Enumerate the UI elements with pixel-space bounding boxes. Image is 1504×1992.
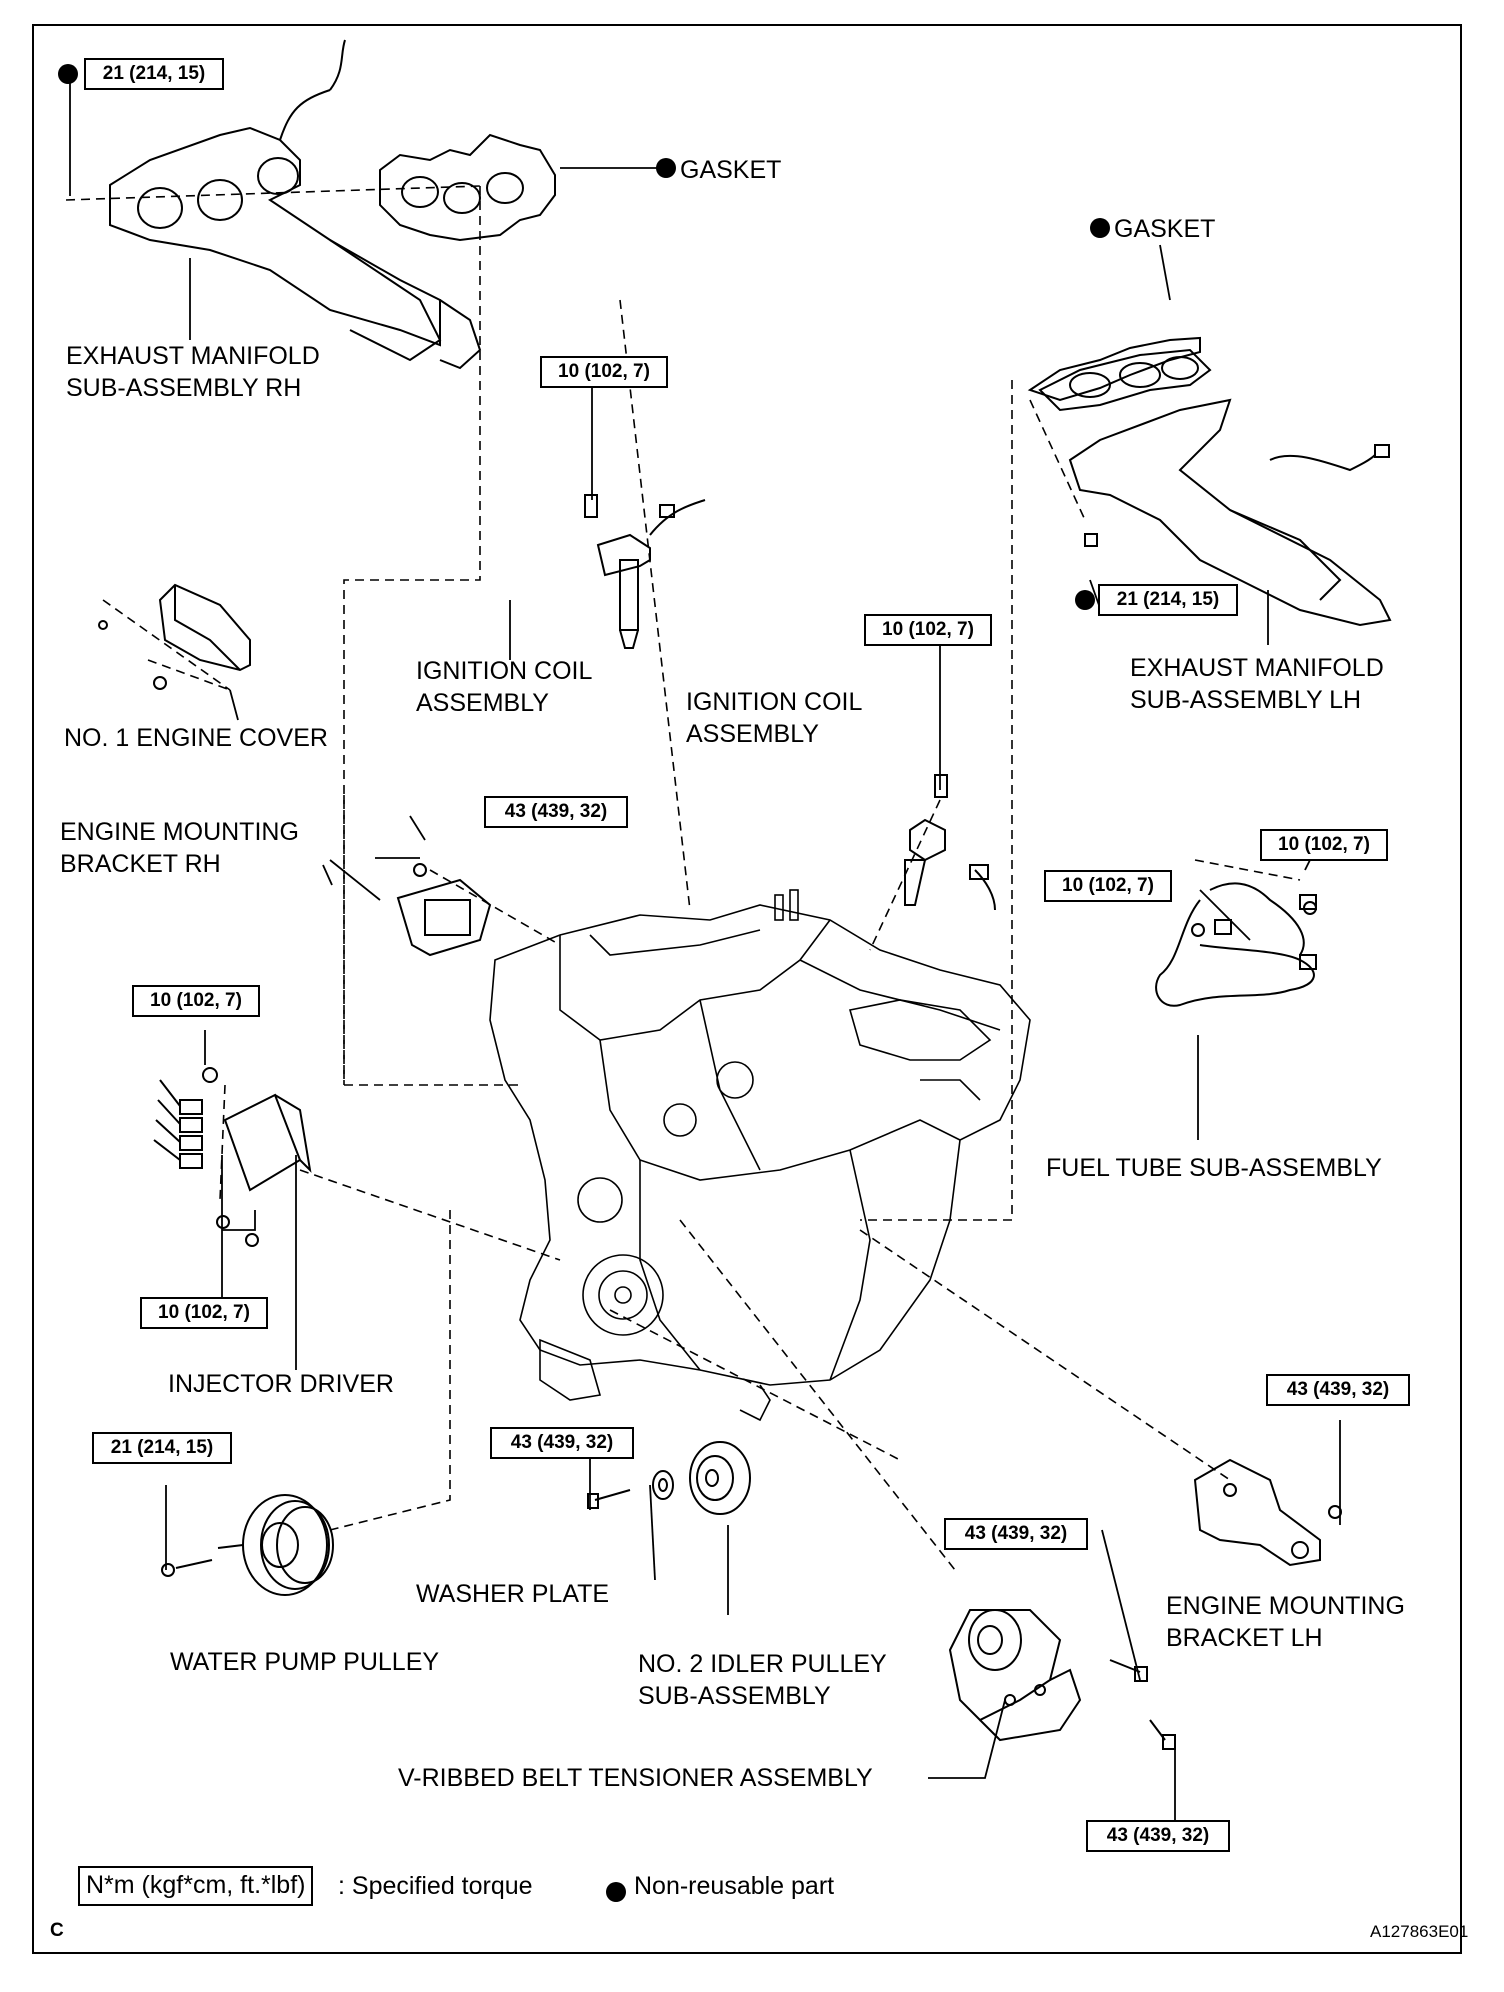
label-gasket-rh: GASKET (680, 156, 782, 184)
washer-plate-drawing (652, 1470, 674, 1500)
exhaust-manifold-rh-drawing (109, 39, 482, 370)
torque-inj-top: 10 (102, 7) (132, 985, 260, 1017)
nonreusable-dot-gasket-rh (656, 158, 676, 178)
label-fuel-tube: FUEL TUBE SUB-ASSEMBLY (1046, 1154, 1382, 1182)
torque-fuel-b: 10 (102, 7) (1260, 829, 1388, 861)
torque-coil-lh: 10 (102, 7) (864, 614, 992, 646)
engine-mount-lh-drawing (1193, 1458, 1342, 1567)
nonreusable-dot-exh-rh (58, 64, 78, 84)
torque-mount-lh: 43 (439, 32) (1266, 1374, 1410, 1406)
leader-lines (69, 82, 1341, 1820)
torque-coil-rh: 10 (102, 7) (540, 356, 668, 388)
label-idler-line1: NO. 2 IDLER PULLEY (638, 1650, 887, 1678)
water-pump-pulley-drawing (161, 1494, 334, 1596)
legend-torque-text: : Specified torque (338, 1872, 533, 1900)
label-exh-rh-line2: SUB-ASSEMBLY RH (66, 374, 302, 402)
label-injector-driver: INJECTOR DRIVER (168, 1370, 394, 1398)
torque-exh-lh: 21 (214, 15) (1098, 584, 1238, 616)
assembly-dashed-lines (65, 185, 1301, 1571)
ignition-coil-rh-drawing (584, 494, 706, 649)
label-exh-lh-line1: EXHAUST MANIFOLD (1130, 654, 1384, 682)
label-mount-rh-line1: ENGINE MOUNTING (60, 818, 299, 846)
nonreusable-dot-exh-lh (1075, 590, 1095, 610)
label-coil-rh-line2: ASSEMBLY (416, 689, 549, 717)
torque-tensioner-b: 43 (439, 32) (1086, 1820, 1230, 1852)
label-gasket-lh: GASKET (1114, 215, 1216, 243)
label-tensioner: V-RIBBED BELT TENSIONER ASSEMBLY (398, 1764, 873, 1792)
figure-id: A127863E01 (1370, 1922, 1469, 1941)
torque-tensioner-a: 43 (439, 32) (944, 1518, 1088, 1550)
label-coil-lh-line1: IGNITION COIL (686, 688, 863, 716)
label-exh-lh-line2: SUB-ASSEMBLY LH (1130, 686, 1362, 714)
engine-cover-drawing (98, 583, 251, 690)
torque-mount-rh: 43 (439, 32) (484, 796, 628, 828)
tensioner-drawing (948, 1609, 1176, 1750)
injector-driver-drawing (153, 1067, 312, 1247)
label-exh-rh-line1: EXHAUST MANIFOLD (66, 342, 320, 370)
label-mount-lh-line2: BRACKET LH (1166, 1624, 1323, 1652)
legend-torque-unit: N*m (kgf*cm, ft.*lbf) (78, 1866, 314, 1906)
torque-fuel-a: 10 (102, 7) (1044, 870, 1172, 902)
torque-water-pump: 21 (214, 15) (92, 1432, 232, 1464)
exhaust-manifold-lh-drawing (1038, 348, 1392, 627)
label-washer-plate: WASHER PLATE (416, 1580, 610, 1608)
fuel-tube-drawing (1155, 882, 1317, 1007)
label-coil-lh-line2: ASSEMBLY (686, 720, 819, 748)
legend-nonreusable-text: Non-reusable part (634, 1872, 835, 1900)
label-water-pump: WATER PUMP PULLEY (170, 1648, 440, 1676)
engine-block-drawing (489, 889, 1031, 1422)
idler-bolt-drawing (587, 1489, 631, 1509)
label-mount-lh-line1: ENGINE MOUNTING (1166, 1592, 1405, 1620)
nonreusable-dot-gasket-lh (1090, 218, 1110, 238)
section-letter: C (50, 1920, 64, 1941)
torque-idler: 43 (439, 32) (490, 1427, 634, 1459)
torque-exh-rh: 21 (214, 15) (84, 58, 224, 90)
label-idler-line2: SUB-ASSEMBLY (638, 1682, 831, 1710)
idler-pulley-drawing (689, 1441, 751, 1515)
gasket-rh-drawing (379, 133, 556, 242)
figure-frame (32, 24, 1462, 1954)
torque-inj-bottom: 10 (102, 7) (140, 1297, 268, 1329)
gasket-lh-drawing (1027, 336, 1201, 402)
label-engine-cover: NO. 1 ENGINE COVER (64, 724, 328, 752)
ignition-coil-lh-drawing (904, 774, 996, 911)
label-coil-rh-line1: IGNITION COIL (416, 657, 593, 685)
engine-mount-rh-drawing (396, 863, 492, 957)
label-mount-rh-line2: BRACKET RH (60, 850, 221, 878)
legend-nonreusable-dot (606, 1882, 626, 1902)
